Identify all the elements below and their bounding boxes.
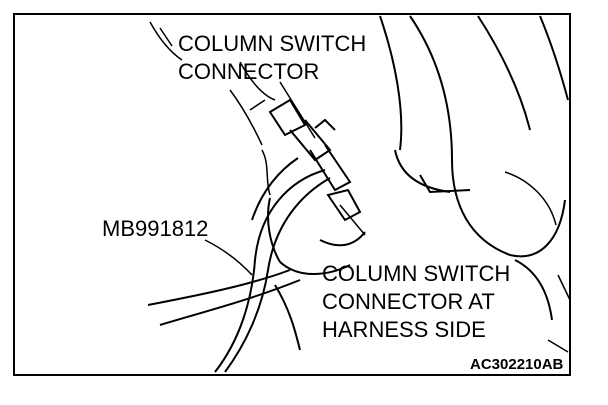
column-switch-connector-label-line-2: CONNECTOR (178, 59, 320, 84)
dash-hatching (149, 21, 276, 196)
harness-connector-label-line-2: CONNECTOR AT (322, 289, 495, 314)
leader-lines (204, 81, 366, 276)
figure-frame (13, 13, 571, 376)
harness-connector-label-line-3: HARNESS SIDE (322, 317, 486, 342)
steering-column-outline (379, 15, 571, 353)
figure-code: AC302210AB (470, 356, 564, 373)
column-switch-connector-label-line-1: COLUMN SWITCH (178, 31, 367, 56)
column-switch-connector-drawing (268, 98, 362, 222)
tool-label: MB991812 (102, 216, 209, 241)
harness-connector-label-line-1: COLUMN SWITCH (322, 261, 511, 286)
harness-bundle (147, 197, 366, 351)
mb991812-wires (214, 157, 331, 373)
